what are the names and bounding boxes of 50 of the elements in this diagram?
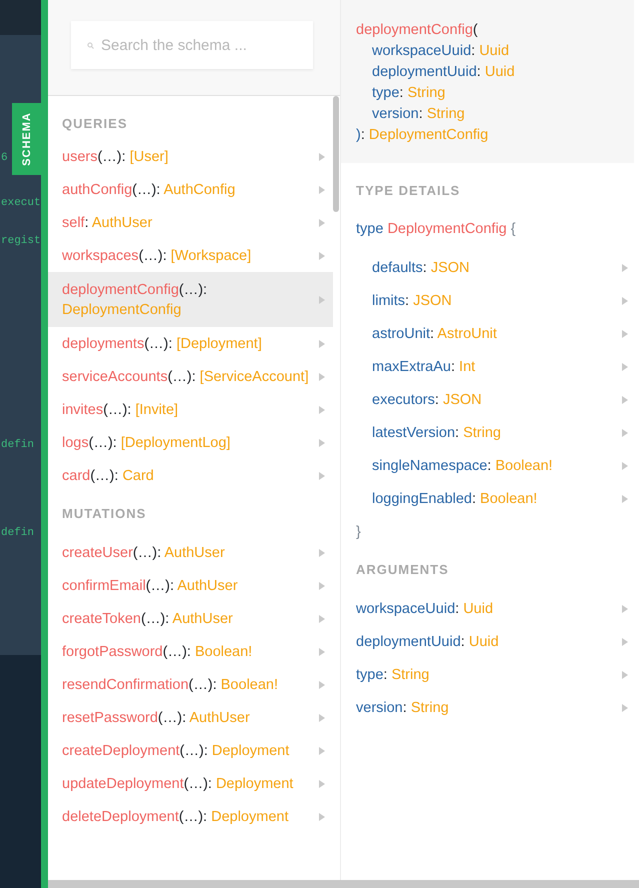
mutation-field: resetPassword(…): AuthUser xyxy=(62,708,312,728)
section-heading: QUERIES xyxy=(62,115,128,133)
argument-field: workspaceUuid: Uuid xyxy=(356,598,586,618)
query-field: workspaces(…): [Workspace] xyxy=(62,246,312,266)
query-field: serviceAccounts(…): [ServiceAccount] xyxy=(62,366,312,386)
query-field: card(…): Card xyxy=(62,466,312,486)
section-heading: ARGUMENTS xyxy=(356,561,449,579)
signature-line: workspaceUuid: Uuid xyxy=(371,42,510,61)
code-text: defin xyxy=(1,527,34,539)
code-text: regist xyxy=(1,235,41,247)
mutation-field: createDeployment(…): Deployment xyxy=(62,740,312,760)
mutation-field: deleteDeployment(…): Deployment xyxy=(62,806,312,826)
query-field: self: AuthUser xyxy=(62,212,312,232)
section-heading: MUTATIONS xyxy=(62,505,146,523)
signature-line: ): DeploymentConfig xyxy=(356,126,490,145)
type-field: loggingEnabled: Boolean! xyxy=(372,488,602,508)
argument-field: type: String xyxy=(356,664,586,684)
mutation-field: forgotPassword(…): Boolean! xyxy=(62,642,312,662)
mutation-field: createUser(…): AuthUser xyxy=(62,542,312,562)
signature-line: deploymentUuid: Uuid xyxy=(371,63,516,82)
type-declaration: type DeploymentConfig { xyxy=(356,220,516,239)
code-text: execut xyxy=(1,197,41,209)
type-field: latestVersion: String xyxy=(372,422,602,442)
search-field: Search the schema ... xyxy=(71,21,313,69)
query-field: invites(…): [Invite] xyxy=(62,400,312,420)
closing-brace: } xyxy=(356,522,361,542)
code-text: 6 xyxy=(1,152,8,164)
type-field: defaults: JSON xyxy=(372,258,602,278)
query-field: authConfig(…): AuthConfig xyxy=(62,180,312,200)
signature-line: version: String xyxy=(371,105,466,124)
argument-field: deploymentUuid: Uuid xyxy=(356,632,586,652)
signature-line: type: String xyxy=(371,84,446,103)
query-field: logs(…): [DeploymentLog] xyxy=(62,432,312,452)
mutation-field: confirmEmail(…): AuthUser xyxy=(62,576,312,596)
mutation-field: resendConfirmation(…): Boolean! xyxy=(62,674,312,694)
type-field: executors: JSON xyxy=(372,390,602,410)
type-field: astroUnit: AstroUnit xyxy=(372,324,602,344)
schema-tab: SCHEMA xyxy=(12,103,41,175)
type-field: singleNamespace: Boolean! xyxy=(372,456,602,476)
section-heading: TYPE DETAILS xyxy=(356,182,460,200)
mutation-field: createToken(…): AuthUser xyxy=(62,608,312,628)
query-field: deploymentConfig(…): DeploymentConfig xyxy=(62,280,242,320)
code-text: defin xyxy=(1,439,34,451)
type-field: maxExtraAu: Int xyxy=(372,356,602,376)
query-field: deployments(…): [Deployment] xyxy=(62,334,312,354)
query-field: users(…): [User] xyxy=(62,146,312,166)
argument-field: version: String xyxy=(356,698,586,718)
type-field: limits: JSON xyxy=(372,290,602,310)
mutation-field: updateDeployment(…): Deployment xyxy=(62,774,312,794)
signature-line: deploymentConfig( xyxy=(356,21,479,40)
